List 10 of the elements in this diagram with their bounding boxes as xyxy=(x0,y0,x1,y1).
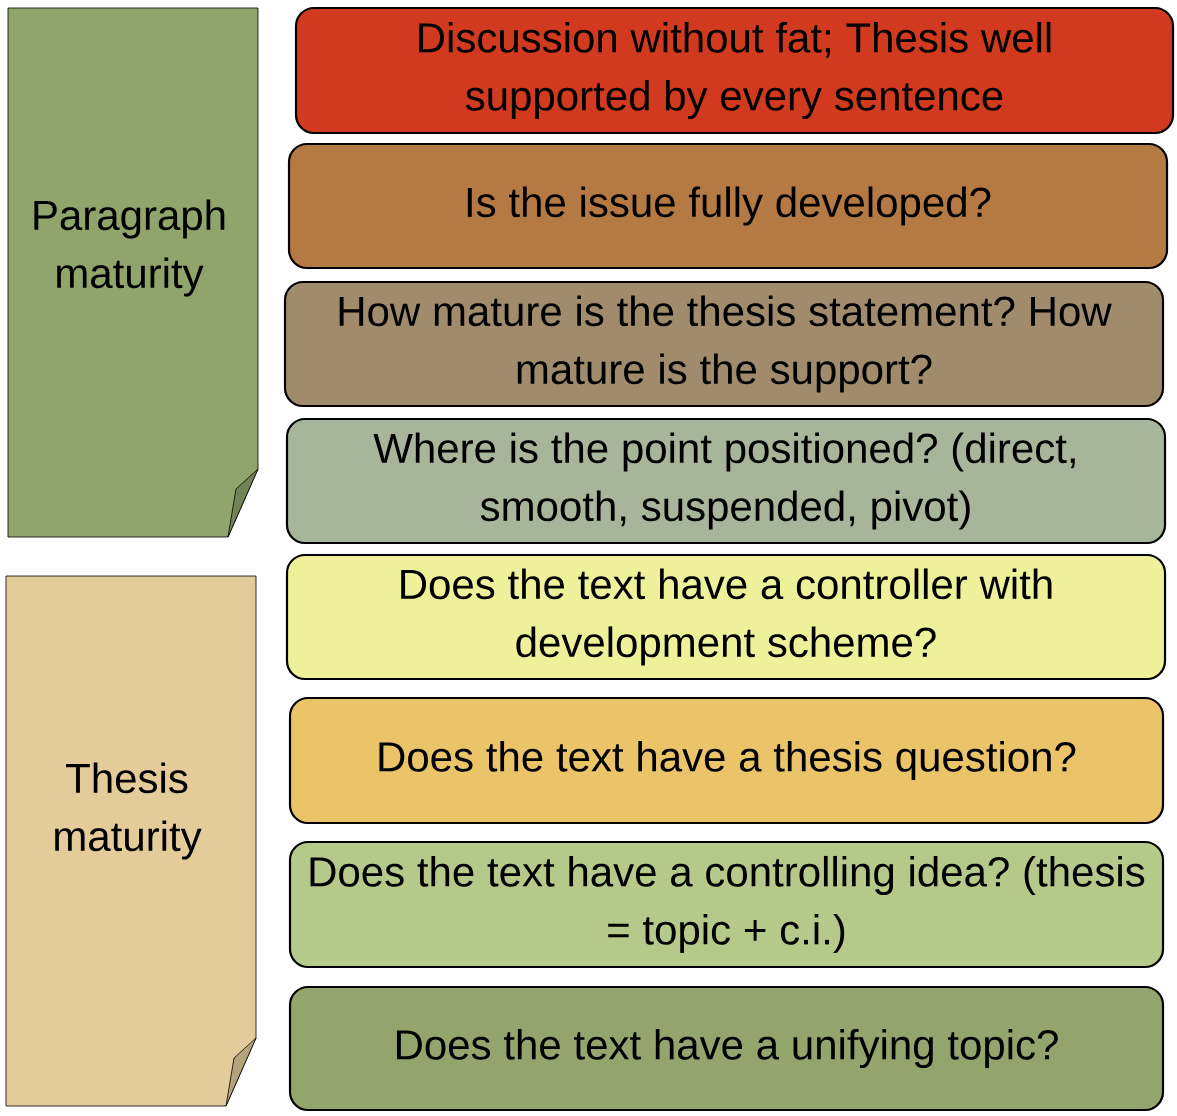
question-box: Where is the point positioned? (direct, smooth, suspended, pivot) xyxy=(285,417,1167,545)
sticky-note: Paragraph maturity xyxy=(7,7,259,538)
question-box: How mature is the thesis statement? How mature is the support? xyxy=(283,280,1165,408)
question-box: Discussion without fat; Thesis well supported by every sentence xyxy=(294,6,1175,135)
question-box: Does the text have a unifying topic? xyxy=(288,985,1165,1112)
sticky-note: Thesis maturity xyxy=(5,575,257,1107)
question-box: Does the text have a controller with development scheme? xyxy=(285,553,1167,681)
question-box: Is the issue fully developed? xyxy=(287,142,1169,270)
question-box: Does the text have a thesis question? xyxy=(288,696,1165,825)
question-box: Does the text have a controlling idea? (thesis = topic + c.i.) xyxy=(288,840,1165,969)
